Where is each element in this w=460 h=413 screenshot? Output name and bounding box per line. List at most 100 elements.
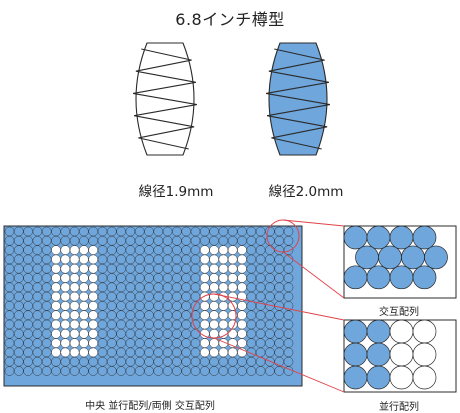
coil-circle <box>23 356 33 367</box>
coil-circle <box>144 226 154 237</box>
coil-circle <box>125 319 136 330</box>
coil-circle <box>4 236 15 246</box>
coil-circle <box>190 356 201 367</box>
detail-circle <box>412 342 437 367</box>
coil-circle <box>153 236 164 246</box>
coil-circle <box>51 347 61 358</box>
coil-circle <box>255 291 266 302</box>
coil-circle <box>172 319 182 330</box>
leader-line <box>282 251 345 299</box>
coil-circle <box>218 347 229 358</box>
coil-circle <box>181 329 191 339</box>
coil-circle <box>209 263 219 274</box>
coil-circle <box>274 236 284 246</box>
coil-circle <box>134 366 145 376</box>
coil-circle <box>32 282 43 293</box>
coil-circle <box>41 226 52 237</box>
coil-circle <box>283 338 294 348</box>
coil-circle <box>51 254 61 265</box>
coil-circle <box>51 263 61 274</box>
coil-circle <box>88 226 98 237</box>
coil-circle <box>125 356 136 367</box>
coil-circle <box>144 236 154 246</box>
coil-circle <box>107 273 117 283</box>
coil-circle <box>32 366 43 376</box>
spring-2-label: 線径2.0mm <box>268 184 344 200</box>
coil-circle <box>88 356 98 367</box>
coil-circle <box>190 263 201 274</box>
coil-circle <box>125 245 136 255</box>
coil-circle <box>227 273 238 283</box>
coil-circle <box>116 319 126 330</box>
coil-circle <box>51 273 61 283</box>
coil-circle <box>172 291 182 302</box>
coil-circle <box>23 254 33 265</box>
coil-circle <box>116 236 126 246</box>
coil-circle <box>116 338 126 348</box>
coil-circle <box>181 282 191 293</box>
detail-circle <box>389 225 414 250</box>
coil-circle <box>14 236 24 246</box>
coil-circle <box>41 291 52 302</box>
coil-circle <box>246 245 257 255</box>
coil-circle <box>181 347 191 358</box>
coil-circle <box>88 310 98 320</box>
coil-circle <box>116 356 126 367</box>
coil-circle <box>227 226 238 237</box>
coil-circle <box>32 245 43 255</box>
coil-circle <box>14 310 24 320</box>
coil-circle <box>116 226 126 237</box>
coil-circle <box>190 245 201 255</box>
coil-circle <box>190 273 201 283</box>
coil-circle <box>116 263 126 274</box>
coil-circle <box>209 338 219 348</box>
coil-circle <box>265 310 275 320</box>
coil-circle <box>274 291 284 302</box>
coil-circle <box>4 254 15 265</box>
coil-circle <box>237 236 247 246</box>
coil-circle <box>181 236 191 246</box>
coil-circle <box>144 273 154 283</box>
coil-circle <box>116 254 126 265</box>
coil-circle <box>107 245 117 255</box>
coil-circle <box>200 245 210 255</box>
coil-circle <box>23 301 33 311</box>
coil-circle <box>97 347 108 358</box>
coil-circle <box>237 245 247 255</box>
coil-circle <box>41 347 52 358</box>
coil-circle <box>51 245 61 255</box>
coil-circle <box>274 282 284 293</box>
coil-circle <box>97 366 108 376</box>
coil-circle <box>41 301 52 311</box>
coil-circle <box>97 291 108 302</box>
parallel-detail-caption: 並行配列 <box>379 402 419 413</box>
coil-circle <box>162 347 173 358</box>
coil-circle <box>144 347 154 358</box>
detail-circle <box>366 319 391 344</box>
coil-circle <box>134 263 145 274</box>
coil-circle <box>51 291 61 302</box>
coil-circle <box>265 282 275 293</box>
diagram-title: 6.8インチ樽型 <box>175 10 285 29</box>
coil-circle <box>144 310 154 320</box>
coil-circle <box>125 310 136 320</box>
coil-circle <box>162 319 173 330</box>
coil-circle <box>32 356 43 367</box>
coil-circle <box>227 366 238 376</box>
spring-1-label: 線径1.9mm <box>138 184 214 200</box>
coil-circle <box>274 254 284 265</box>
coil-circle <box>79 236 89 246</box>
coil-circle <box>107 338 117 348</box>
coil-circle <box>134 236 145 246</box>
coil-circle <box>172 236 182 246</box>
coil-circle <box>255 226 266 237</box>
coil-circle <box>88 319 98 330</box>
coil-circle <box>107 329 117 339</box>
coil-circle <box>4 366 15 376</box>
coil-circle <box>88 329 98 339</box>
coil-circle <box>144 245 154 255</box>
coil-circle <box>218 273 229 283</box>
coil-circle <box>162 366 173 376</box>
coil-circle <box>88 263 98 274</box>
spring-coil <box>133 48 197 150</box>
